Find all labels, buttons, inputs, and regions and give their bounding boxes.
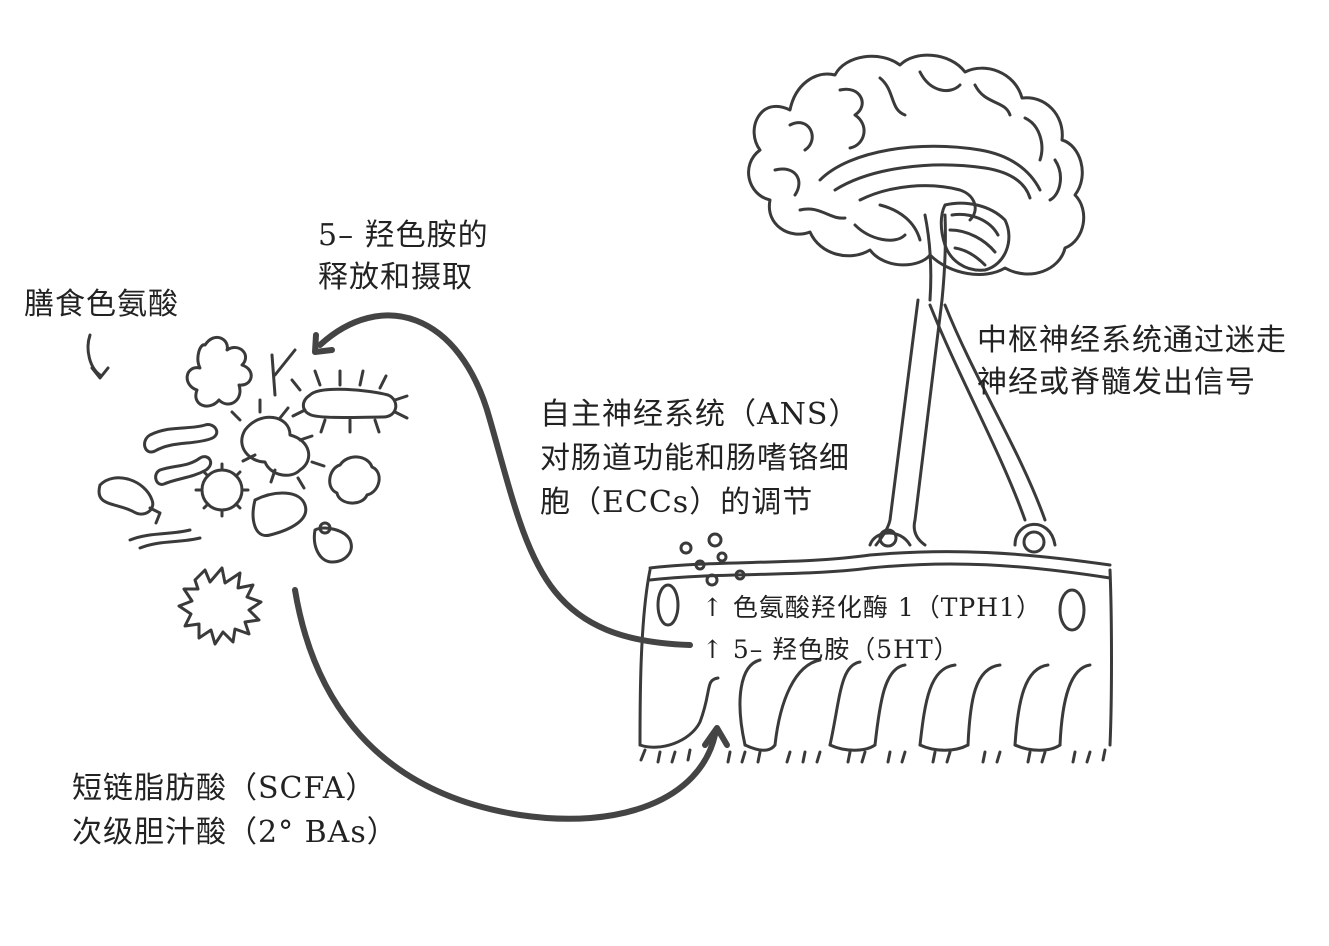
dietary-tryptophan-label: 膳食色氨酸 (24, 284, 179, 326)
serotonin-release-label-line2: 释放和摄取 (318, 257, 473, 299)
microbe-cluster-icon (99, 337, 407, 644)
secondary-bile-acids-label: 次级胆汁酸（2° BAs） (72, 812, 398, 854)
arrow-icon (88, 315, 727, 818)
serotonin-release-label-line1: 5– 羟色胺的 (318, 215, 489, 257)
serotonin-5ht-label: ↑ 5– 羟色胺（5HT） (702, 632, 960, 668)
ans-label-line1: 自主神经系统（ANS） (540, 394, 859, 436)
cns-signal-label-line2: 神经或脊髓发出信号 (977, 362, 1256, 404)
scfa-label: 短链脂肪酸（SCFA） (72, 768, 376, 810)
tph1-label: ↑ 色氨酸羟化酶 1（TPH1） (702, 590, 1042, 626)
brain-icon (749, 55, 1084, 300)
cns-signal-label-line1: 中枢神经系统通过迷走 (977, 320, 1287, 362)
ans-label-line2: 对肠道功能和肠嗜铬细 (540, 438, 850, 480)
ans-label-line3: 胞（ECCs）的调节 (540, 482, 813, 524)
